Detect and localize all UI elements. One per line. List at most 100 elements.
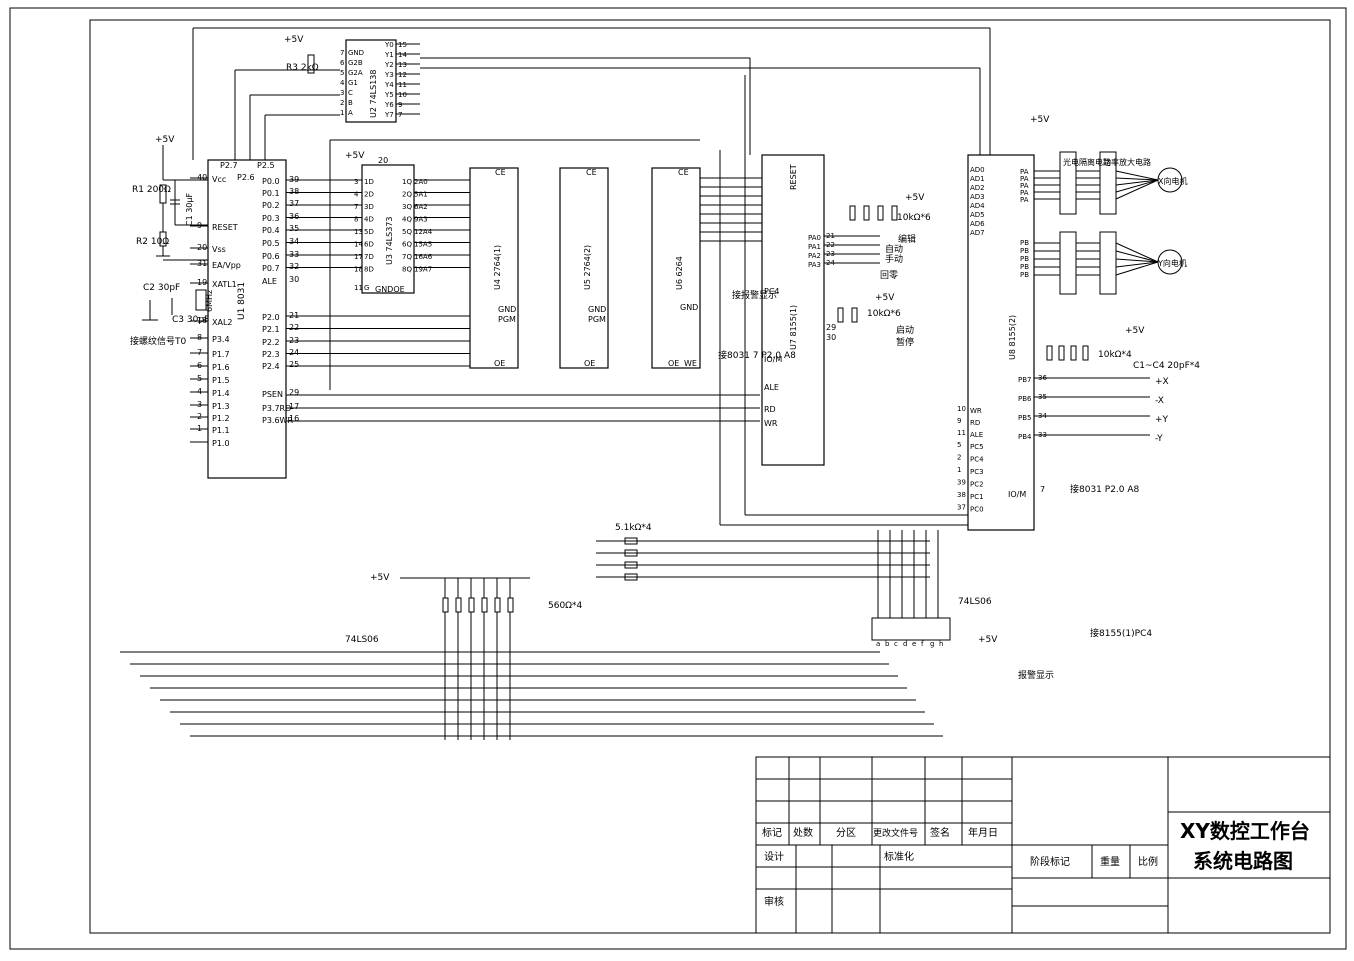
u2-pin-number: 5	[340, 69, 344, 77]
u8-pc-label: PC1	[970, 493, 984, 501]
u3-pin-label: 5D	[364, 228, 374, 236]
u8-pc-label: PC2	[970, 481, 984, 489]
u3-pin-number: 8	[354, 216, 358, 224]
u8-ctrl-label: WR	[970, 407, 982, 415]
u8-ctrl-label: RD	[970, 419, 980, 427]
u2-pin-label: Y1	[384, 51, 394, 59]
svg-text:29: 29	[826, 323, 836, 332]
segment-label: d	[903, 640, 907, 648]
u1-pin-number: 22	[289, 323, 299, 332]
driver-wire	[1115, 179, 1159, 200]
segment-resistor	[481, 597, 488, 613]
u2-pin-number: 3	[340, 89, 344, 97]
svg-text:U2 74LS138: U2 74LS138	[369, 70, 378, 118]
u1-pin-label: P0.0	[262, 177, 280, 186]
svg-text:P2.6: P2.6	[237, 173, 255, 182]
u1-pin-number: 34	[289, 237, 299, 246]
u3-pin-number: 6A2	[414, 203, 428, 211]
u1-pin-label: EA/Vpp	[212, 261, 241, 270]
u8-pc-number: 39	[957, 479, 966, 487]
svg-text:Y向电机: Y向电机	[1157, 258, 1187, 268]
u2-pin-number: 10	[398, 91, 407, 99]
u8-pc-number: 2	[957, 454, 961, 462]
u2-pin-number: 15	[398, 41, 407, 49]
title-block: 标记 处数 分区 更改文件号 签名 年月日 设计 标准化 审核 阶段标记 重量 …	[755, 756, 1331, 934]
u8-pc-label: PC5	[970, 443, 984, 451]
svg-text:GND: GND	[498, 305, 516, 314]
pullup-resistor	[891, 205, 898, 221]
u1-pin-number: 17	[289, 402, 299, 411]
u1-pin-label: P1.4	[212, 389, 230, 398]
u1-pin-label: P1.2	[212, 414, 230, 423]
motor-drivers: 光电隔离电路 功率放大电路 X向电机 Y向电机	[1034, 151, 1187, 295]
u8-pbin-label: PB5	[1018, 414, 1031, 422]
u2-pin-label: Y3	[384, 71, 394, 79]
svg-text:U6 6264: U6 6264	[675, 256, 684, 290]
u3-pin-number: 4	[354, 191, 359, 199]
u1-pin-label: P1.1	[212, 426, 230, 435]
svg-text:+5V: +5V	[978, 635, 998, 645]
u1-pin-label: ALE	[262, 277, 277, 286]
svg-text:PGM: PGM	[588, 315, 606, 324]
svg-text:U5 2764(2): U5 2764(2)	[583, 245, 592, 290]
svg-text:10kΩ*4: 10kΩ*4	[1098, 350, 1132, 360]
u8-pc-number: 38	[957, 491, 966, 499]
u1-pin-label: P1.0	[212, 439, 230, 448]
u3-pin-number: 2A0	[414, 178, 428, 186]
u8-pa-label: PA	[1020, 189, 1029, 197]
svg-text:10kΩ*6: 10kΩ*6	[867, 309, 901, 319]
svg-text:+5V: +5V	[345, 151, 365, 161]
u8-ad-label: AD3	[970, 193, 985, 201]
u3-pin-number: 19A7	[414, 266, 432, 274]
u2-pin-label: Y6	[384, 101, 394, 109]
svg-text:+5V: +5V	[370, 573, 390, 583]
u7-pa-label: PA2	[808, 252, 821, 260]
u3-pin-label: 6D	[364, 241, 374, 249]
svg-text:U8 8155(2): U8 8155(2)	[1008, 315, 1017, 360]
u8-pc-label: PC3	[970, 468, 984, 476]
u1-pin-label: P0.5	[262, 239, 280, 248]
svg-text:U1 8031: U1 8031	[237, 282, 247, 320]
u1-pin-label: RESET	[212, 223, 238, 232]
svg-text:功率放大电路: 功率放大电路	[1103, 157, 1151, 167]
pullup-resistor	[1070, 345, 1077, 361]
u1-pin-number: 36	[289, 212, 299, 221]
svg-text:C3 30pF: C3 30pF	[172, 315, 209, 325]
u1-pin-number: 16	[289, 414, 299, 423]
svg-text:+5V: +5V	[1030, 115, 1050, 125]
svg-text:ALE: ALE	[764, 383, 779, 392]
u8-ad-label: AD5	[970, 211, 985, 219]
u3-pin-label: 6Q	[402, 241, 412, 249]
svg-text:WE: WE	[684, 359, 697, 368]
svg-text:RESET: RESET	[789, 164, 798, 190]
svg-text:5.1kΩ*4: 5.1kΩ*4	[615, 523, 652, 533]
u3-pin-label: 1D	[364, 178, 374, 186]
segment-label: a	[876, 640, 880, 648]
u2-pin-label: Y5	[384, 91, 394, 99]
direction-label: +X	[1155, 377, 1169, 387]
driver-wire	[1115, 250, 1159, 263]
u2-pin-label: G2A	[348, 69, 363, 77]
u3-pin-number: 16A6	[414, 253, 433, 261]
u2-pin-number: 7	[398, 111, 402, 119]
u1-pin-label: P1.7	[212, 350, 230, 359]
u1-pin-label: Vcc	[212, 175, 226, 184]
driver-wire	[1115, 177, 1159, 181]
drawing-title-line1: XY数控工作台	[1180, 819, 1310, 843]
svg-text:GNDOE: GNDOE	[375, 285, 405, 294]
u5-2764: U5 2764(2) CE GND PGM OE	[559, 167, 609, 369]
u8-8155-2: U8 8155(2) AD0AD1AD2AD3AD4AD5AD6AD7PAPAP…	[957, 115, 1200, 531]
segment-label: e	[912, 640, 916, 648]
u2-pin-label: Y0	[384, 41, 394, 49]
u1-pin-number: 35	[289, 224, 299, 233]
svg-text:年月日: 年月日	[968, 826, 998, 839]
u2-pin-number: 6	[340, 59, 345, 67]
segment-resistor	[624, 573, 638, 581]
u8-ad-label: AD7	[970, 229, 985, 237]
u1-pin-label: Vss	[212, 245, 226, 254]
u7-pa-label: PA1	[808, 243, 821, 251]
u2-pin-number: 13	[398, 61, 407, 69]
u1-pin-label: P3.4	[212, 335, 230, 344]
pullup-resistor	[863, 205, 870, 221]
u3-pin-number: 5A1	[414, 191, 428, 199]
